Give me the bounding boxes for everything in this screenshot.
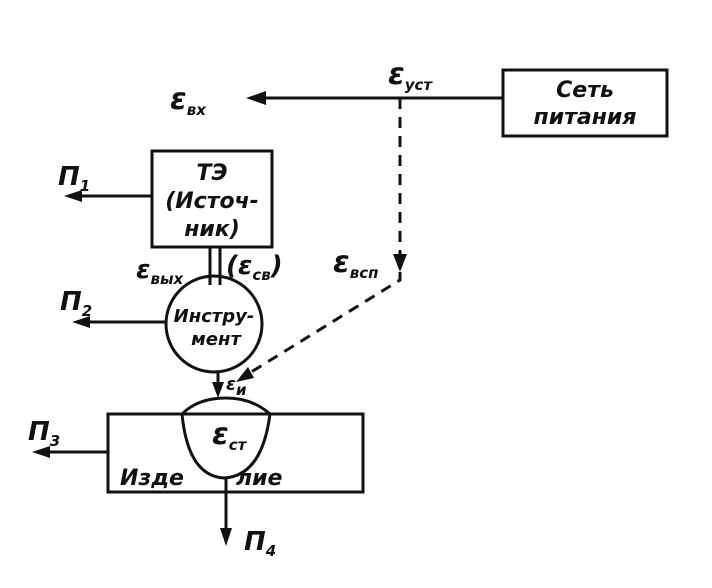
e-in-label: εвх (170, 82, 207, 119)
tool-node: Инстру- мент (164, 274, 264, 374)
tool-label-line2: мент (191, 329, 242, 350)
loss-p4-arrow (220, 478, 232, 546)
loss-p4-head (220, 528, 232, 546)
aux-arrow-head-tool (236, 367, 254, 382)
loss-p3-arrow (32, 446, 108, 458)
e-u-label: εи (226, 374, 247, 399)
product-label-right: лие (236, 466, 283, 491)
power-network-label-line2: питания (534, 105, 637, 130)
loss-p4-label: П4 (244, 527, 276, 560)
power-network-box (501, 68, 669, 138)
e-out-label: εвых (136, 255, 185, 288)
loss-p1-arrow (64, 190, 152, 202)
aux-dashed-diagonal (247, 272, 402, 376)
power-network-label-line1: Сеть (556, 78, 614, 103)
tool-product-head (212, 382, 224, 398)
e-sv-label: (εсв) (226, 251, 283, 284)
auxiliary-energy-path (236, 98, 407, 382)
product-label-left: Изде (120, 466, 184, 491)
loss-p2-head (72, 316, 90, 328)
source-tool-connector (208, 247, 222, 285)
e-vsp-label: εвсп (333, 245, 378, 282)
loss-p1-label: П1 (58, 162, 90, 195)
heat-source-label-line2: (Источ- (165, 189, 259, 214)
e-inst-label: εуст (388, 57, 433, 94)
weld-zone-shape (180, 396, 272, 480)
heat-source-box (150, 149, 274, 249)
loss-p3-label: П3 (28, 417, 60, 450)
loss-p3-head (32, 446, 50, 458)
heat-source-label-line3: ник) (184, 217, 240, 242)
input-arrow-head (246, 91, 266, 105)
heat-source-label-line1: ТЭ (196, 161, 227, 186)
e-st-label: εст (212, 417, 248, 454)
product-node: Изде лие (106, 396, 365, 494)
aux-arrow-head-down (393, 254, 407, 272)
loss-p2-arrow (72, 316, 166, 328)
input-energy-arrow (246, 91, 503, 105)
loss-p1-head (64, 190, 82, 202)
tool-circle (164, 274, 264, 374)
loss-p2-label: П2 (60, 287, 92, 320)
heat-source-node: ТЭ (Источ- ник) (150, 149, 274, 249)
tool-label-line1: Инстру- (174, 306, 255, 327)
tool-product-arrow (212, 372, 224, 398)
power-network-node: Сеть питания (501, 68, 669, 138)
